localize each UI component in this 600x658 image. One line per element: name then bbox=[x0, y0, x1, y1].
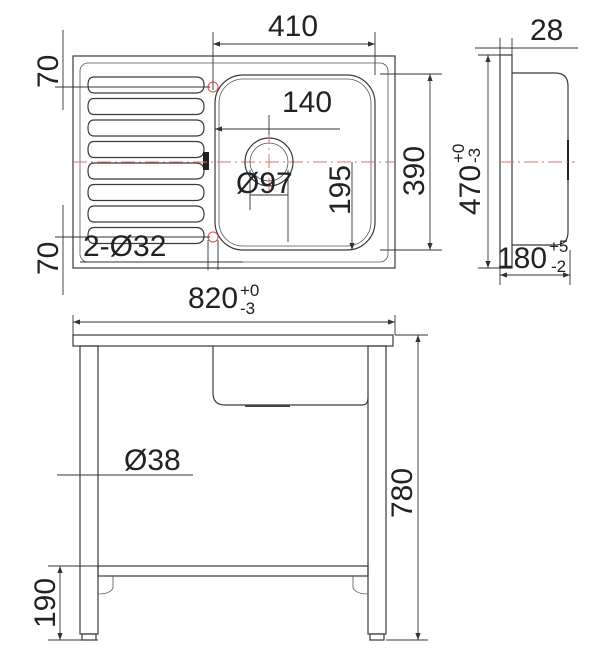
dim-190: 190 bbox=[29, 578, 62, 628]
drainboard-rib bbox=[87, 140, 205, 159]
drainboard-ribs bbox=[87, 76, 205, 245]
svg-text:180: 180 bbox=[497, 242, 547, 275]
svg-text:-3: -3 bbox=[465, 148, 484, 163]
side-bowl bbox=[512, 72, 569, 246]
svg-text:820: 820 bbox=[188, 282, 238, 315]
drainboard-rib bbox=[87, 119, 205, 137]
dim-820: 820 +0 -3 bbox=[188, 281, 259, 318]
drainboard-rib bbox=[87, 226, 205, 245]
overflow bbox=[203, 152, 209, 170]
dim-28: 28 bbox=[530, 14, 563, 47]
leg-left bbox=[79, 345, 99, 635]
drainboard-rib bbox=[87, 162, 205, 180]
worktop bbox=[72, 334, 394, 347]
svg-text:470: 470 bbox=[454, 165, 487, 215]
shelf-bar bbox=[97, 565, 369, 577]
drainboard-rib bbox=[87, 205, 205, 223]
dim-410: 410 bbox=[268, 10, 318, 43]
svg-text:-3: -3 bbox=[240, 299, 255, 318]
svg-text:+0: +0 bbox=[240, 281, 259, 300]
top-view: 410 70 70 140 195 Ø97 390 470 +0 -3 bbox=[32, 10, 500, 335]
dim-780: 780 bbox=[386, 468, 419, 518]
dim-70-bottom: 70 bbox=[32, 242, 65, 275]
svg-text:+0: +0 bbox=[449, 144, 468, 163]
leg-right bbox=[367, 345, 387, 635]
dim-drain-diameter: Ø97 bbox=[236, 167, 293, 200]
dim-470: 470 +0 -3 bbox=[449, 144, 487, 215]
drainboard-rib bbox=[87, 183, 205, 202]
front-view: Ø38 780 190 bbox=[29, 334, 428, 641]
drainboard-rib bbox=[87, 76, 205, 94]
dim-180: 180 +5 -2 bbox=[497, 237, 568, 276]
side-view: 28 180 +5 -2 bbox=[475, 14, 578, 285]
dim-70-top: 70 bbox=[32, 55, 65, 88]
svg-text:-2: -2 bbox=[551, 257, 566, 276]
drainboard-rib bbox=[87, 97, 205, 116]
dim-tap-holes: 2-Ø32 bbox=[83, 230, 166, 263]
svg-text:+5: +5 bbox=[549, 237, 568, 256]
basin-under bbox=[212, 346, 369, 406]
dim-195: 195 bbox=[324, 165, 357, 215]
dim-leg-diameter: Ø38 bbox=[124, 444, 181, 477]
dim-390: 390 bbox=[398, 146, 431, 196]
dim-140: 140 bbox=[282, 86, 332, 119]
